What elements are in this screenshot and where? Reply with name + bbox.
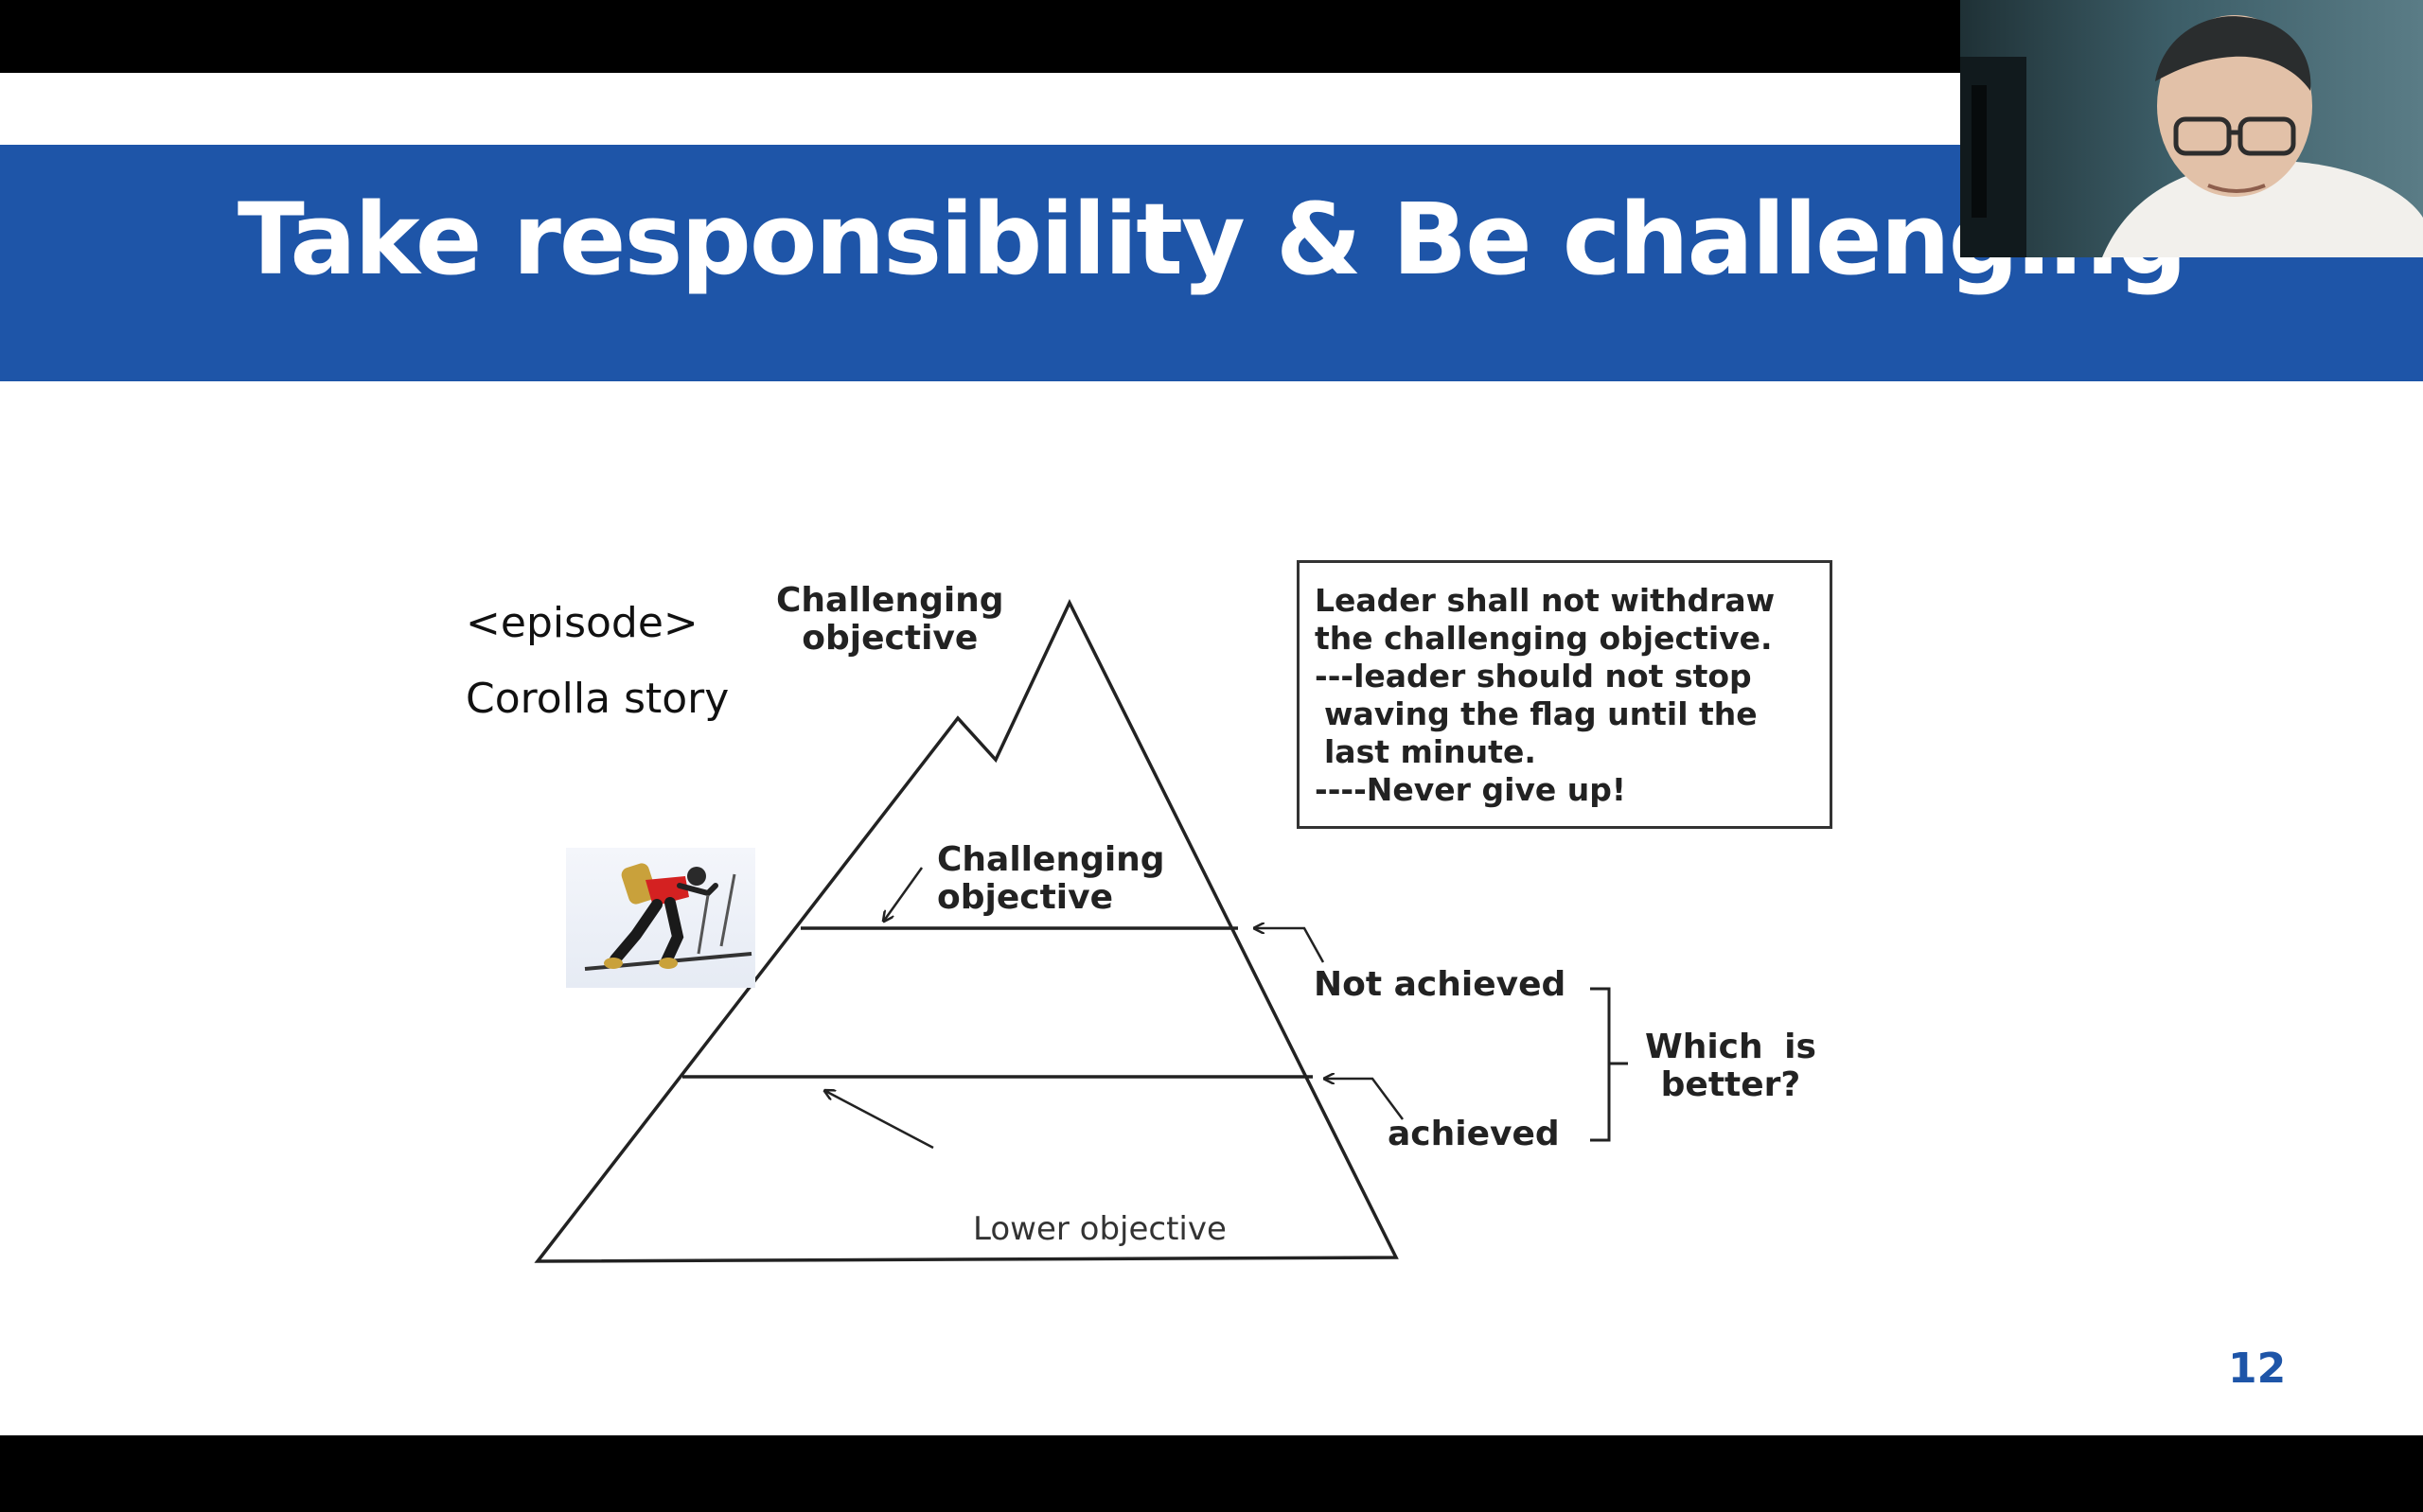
comparison-bracket — [1590, 987, 1628, 1142]
which-better-line-1: Which is — [1645, 1028, 1816, 1066]
episode-label: <episode> — [466, 599, 699, 647]
peak-label-line-1: Challenging — [776, 581, 1004, 620]
peak-label-line-2: objective — [802, 619, 979, 658]
slide-title: Take responsibility & Be challenging — [237, 182, 2187, 297]
not-achieved-arrow — [1255, 928, 1325, 963]
inner-objective-label: Challenging objective — [937, 841, 1165, 917]
mountain-outline — [534, 598, 1399, 1263]
skier-icon — [584, 863, 752, 971]
note-line: ---leader should not stop — [1315, 658, 1752, 694]
lower-objective-label: Lower objective — [973, 1210, 1227, 1248]
inner-label-line-1: Challenging — [937, 840, 1165, 879]
presentation-slide: Take responsibility & Be challenging <ep… — [0, 73, 2423, 1435]
inner-label-line-2: objective — [937, 878, 1114, 917]
note-line: ----Never give up! — [1315, 771, 1626, 808]
which-is-better-label: Which is better? — [1645, 1029, 1816, 1104]
skier-image — [566, 848, 755, 988]
note-line: waving the flag until the — [1324, 695, 1758, 732]
note-line: Leader shall not withdraw — [1315, 582, 1776, 619]
note-line: last minute. — [1324, 733, 1536, 770]
inner-objective-arrow — [884, 867, 924, 921]
mountain-diagram — [534, 598, 1628, 1263]
slide-page-number: 12 — [2228, 1345, 2287, 1393]
presenter-webcam-video[interactable] — [1960, 0, 2423, 257]
leader-note-box: Leader shall not withdraw the challengin… — [1297, 560, 1832, 829]
peak-objective-label: Challenging objective — [776, 582, 1004, 658]
not-achieved-label: Not achieved — [1314, 965, 1566, 1004]
achieved-arrow — [1325, 1079, 1405, 1120]
lower-objective-arrow — [825, 1091, 934, 1150]
which-better-line-2: better? — [1660, 1065, 1801, 1104]
story-label: Corolla story — [466, 675, 730, 723]
note-line: the challenging objective. — [1315, 620, 1773, 657]
presenter-video-icon — [1960, 0, 2423, 257]
achieved-label: achieved — [1388, 1115, 1560, 1153]
